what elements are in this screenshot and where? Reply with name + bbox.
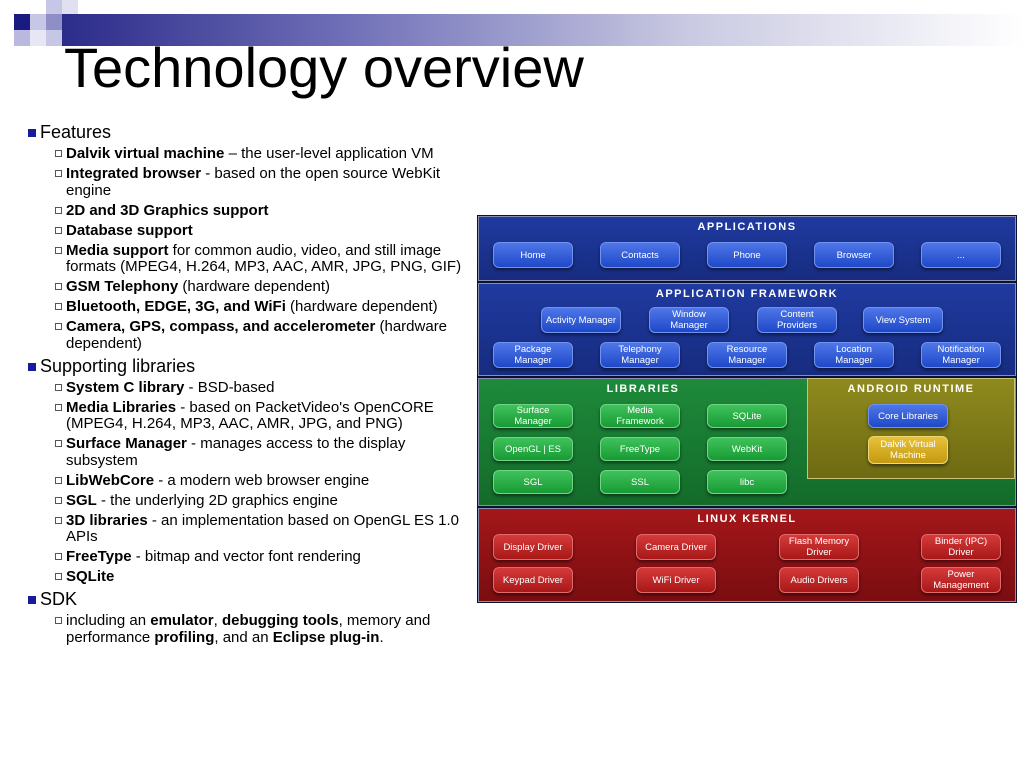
square-bullet-icon <box>28 129 36 137</box>
feature-item: GSM Telephony (hardware dependent) <box>28 278 470 296</box>
diagram-box-sqlite: SQLite <box>707 404 787 428</box>
hollow-square-bullet-icon <box>55 617 62 624</box>
diagram-box-location-manager: Location Manager <box>814 342 894 368</box>
supporting-library-item: System C library - BSD-based <box>28 379 470 397</box>
diagram-box-freetype: FreeType <box>600 437 680 461</box>
hollow-square-bullet-icon <box>55 170 62 177</box>
hollow-square-bullet-icon <box>55 150 62 157</box>
supporting-library-item: FreeType - bitmap and vector font render… <box>28 548 470 566</box>
diagram-box-browser: Browser <box>814 242 894 268</box>
linux-kernel-layer: LINUX KERNEL Display Driver Camera Drive… <box>478 508 1016 602</box>
diagram-box-libc: libc <box>707 470 787 494</box>
hollow-square-bullet-icon <box>55 516 62 524</box>
libraries-layer-title: LIBRARIES <box>606 383 680 395</box>
hollow-square-bullet-icon <box>55 553 62 560</box>
diagram-box-opengl-es: OpenGL | ES <box>493 437 573 461</box>
supporting-library-item: LibWebCore - a modern web browser engine <box>28 472 470 490</box>
hollow-square-bullet-icon <box>55 440 62 447</box>
diagram-box-dalvik-vm: Dalvik Virtual Machine <box>868 436 948 464</box>
android-runtime-layer-title: ANDROID RUNTIME <box>847 383 975 395</box>
features-list: Dalvik virtual machine – the user-level … <box>28 145 470 352</box>
header-square-decoration <box>14 14 30 30</box>
supporting-library-item: 3D libraries - an implementation based o… <box>28 512 470 546</box>
supporting-library-item: Surface Manager - manages access to the … <box>28 435 470 469</box>
android-runtime-layer: ANDROID RUNTIME Core Libraries Dalvik Vi… <box>807 378 1015 479</box>
diagram-box-display-driver: Display Driver <box>493 534 573 560</box>
feature-item: Database support <box>28 222 470 240</box>
diagram-box-phone: Phone <box>707 242 787 268</box>
diagram-box-webkit: WebKit <box>707 437 787 461</box>
diagram-box-notification-manager: Notification Manager <box>921 342 1001 368</box>
feature-item: Media support for common audio, video, a… <box>28 242 470 276</box>
diagram-box-home: Home <box>493 242 573 268</box>
square-bullet-icon <box>28 362 36 371</box>
diagram-box-resource-manager: Resource Manager <box>707 342 787 368</box>
hollow-square-bullet-icon <box>55 496 62 504</box>
feature-item: Dalvik virtual machine – the user-level … <box>28 145 470 163</box>
sdk-item: including an emulator, debugging tools, … <box>28 612 470 646</box>
application-framework-layer: APPLICATION FRAMEWORK Activity Manager W… <box>478 283 1016 376</box>
diagram-box-surface-manager: Surface Manager <box>493 404 573 428</box>
diagram-box-media-framework: Media Framework <box>600 404 680 428</box>
applications-layer-title: APPLICATIONS <box>697 221 797 233</box>
diagram-box-core-libraries: Core Libraries <box>868 404 948 428</box>
supporting-library-item: SQLite <box>28 568 470 586</box>
feature-item: Bluetooth, EDGE, 3G, and WiFi (hardware … <box>28 298 470 316</box>
feature-item: Integrated browser - based on the open s… <box>28 165 470 199</box>
diagram-box-audio-drivers: Audio Drivers <box>779 567 859 593</box>
diagram-box-sgl: SGL <box>493 470 573 494</box>
linux-kernel-layer-title: LINUX KERNEL <box>697 513 797 525</box>
slide-content: Features Dalvik virtual machine – the us… <box>28 122 470 650</box>
hollow-square-bullet-icon <box>55 303 62 310</box>
hollow-square-bullet-icon <box>55 206 62 214</box>
hollow-square-bullet-icon <box>55 246 62 254</box>
hollow-square-bullet-icon <box>55 383 62 391</box>
features-heading: Features <box>28 122 470 143</box>
diagram-box-wifi-driver: WiFi Driver <box>636 567 716 593</box>
hollow-square-bullet-icon <box>55 323 62 330</box>
supporting-library-item: SGL - the underlying 2D graphics engine <box>28 492 470 510</box>
square-bullet-icon <box>28 596 36 604</box>
applications-layer: APPLICATIONS Home Contacts Phone Browser… <box>478 216 1016 281</box>
hollow-square-bullet-icon <box>55 573 62 580</box>
header-square-decoration <box>30 30 46 46</box>
diagram-box-activity-manager: Activity Manager <box>541 307 621 333</box>
diagram-box-binder-ipc-driver: Binder (IPC) Driver <box>921 534 1001 560</box>
header-square-decoration <box>46 0 62 14</box>
application-framework-layer-title: APPLICATION FRAMEWORK <box>655 288 839 300</box>
header-gradient-bar <box>60 14 1024 46</box>
supporting-libraries-heading: Supporting libraries <box>28 356 470 377</box>
diagram-box-contacts: Contacts <box>600 242 680 268</box>
supporting-library-item: Media Libraries - based on PacketVideo's… <box>28 399 470 433</box>
hollow-square-bullet-icon <box>55 403 62 411</box>
android-architecture-diagram: APPLICATIONS Home Contacts Phone Browser… <box>477 215 1017 603</box>
diagram-box-package-manager: Package Manager <box>493 342 573 368</box>
slide-title: Technology overview <box>64 36 584 99</box>
diagram-box-view-system: View System <box>863 307 943 333</box>
feature-item: Camera, GPS, compass, and accelerometer … <box>28 318 470 352</box>
diagram-box-camera-driver: Camera Driver <box>636 534 716 560</box>
diagram-box-more: ... <box>921 242 1001 268</box>
sdk-heading: SDK <box>28 589 470 610</box>
header-square-decoration <box>46 30 62 46</box>
feature-item: 2D and 3D Graphics support <box>28 202 470 220</box>
diagram-box-keypad-driver: Keypad Driver <box>493 567 573 593</box>
diagram-box-ssl: SSL <box>600 470 680 494</box>
hollow-square-bullet-icon <box>55 226 62 234</box>
diagram-box-window-manager: Window Manager <box>649 307 729 333</box>
diagram-box-power-management: Power Management <box>921 567 1001 593</box>
header-square-decoration <box>62 0 78 14</box>
header-square-decoration <box>30 14 46 30</box>
header-square-decoration <box>14 30 30 46</box>
diagram-box-content-providers: Content Providers <box>757 307 837 333</box>
diagram-box-telephony-manager: Telephony Manager <box>600 342 680 368</box>
hollow-square-bullet-icon <box>55 476 62 484</box>
diagram-box-flash-memory-driver: Flash Memory Driver <box>779 534 859 560</box>
header-square-decoration <box>46 14 62 30</box>
hollow-square-bullet-icon <box>55 283 62 290</box>
